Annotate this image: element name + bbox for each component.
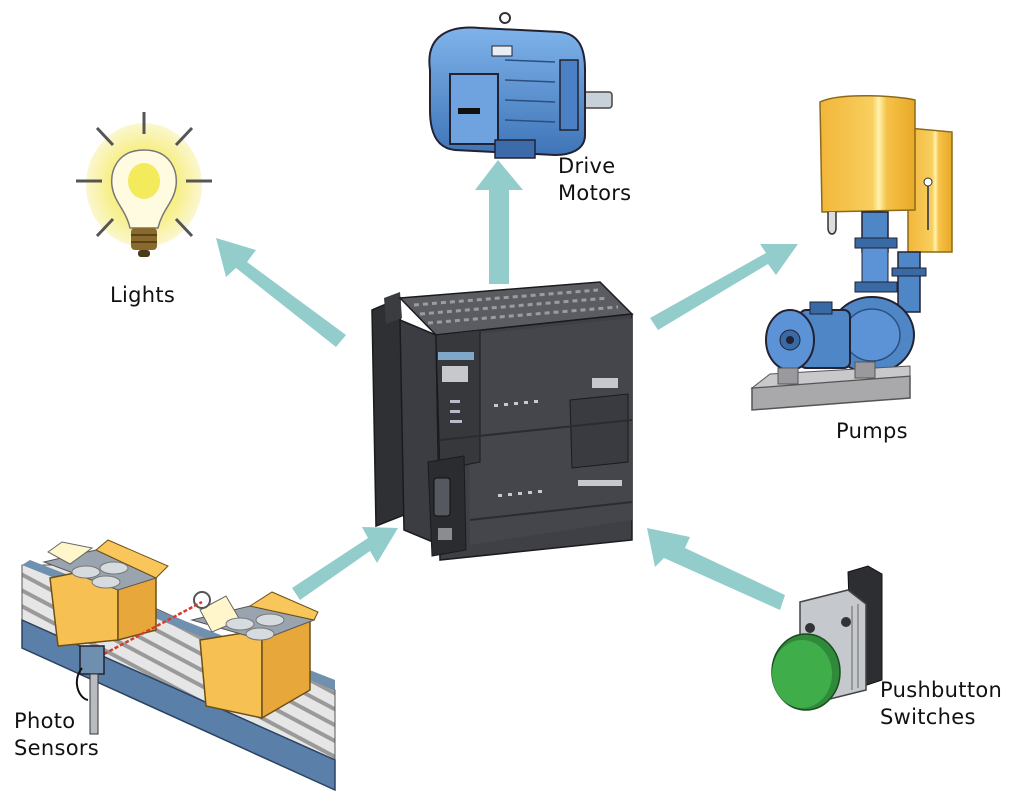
drive-motors-label-line1: Drive bbox=[558, 154, 616, 178]
pump-icon bbox=[750, 95, 953, 411]
pushbutton-switch-icon bbox=[771, 565, 883, 711]
conveyor-photo-sensor-icon bbox=[21, 539, 336, 792]
arrow-from-photo-sensors bbox=[292, 527, 398, 600]
photo-sensors-label-line1: Photo bbox=[14, 709, 76, 733]
drive-motor-icon bbox=[428, 12, 613, 159]
plc-controller bbox=[371, 281, 634, 561]
arrow-to-drive-motors bbox=[475, 160, 523, 284]
arrow-to-pumps bbox=[650, 244, 798, 330]
pushbutton-switches-label-line2: Switches bbox=[880, 705, 976, 729]
arrows bbox=[216, 160, 798, 610]
pumps-label: Pumps bbox=[836, 419, 908, 443]
lights-label: Lights bbox=[110, 283, 176, 307]
pushbutton-switches-label-line1: Pushbutton bbox=[880, 678, 1003, 702]
arrow-from-pushbutton-switches bbox=[647, 528, 785, 610]
light-bulb-icon bbox=[76, 112, 212, 257]
pushbutton-switches-label: Pushbutton Switches bbox=[880, 677, 1002, 731]
photo-sensors-label: Photo Sensors bbox=[14, 708, 99, 762]
drive-motors-label-line2: Motors bbox=[558, 181, 632, 205]
arrow-to-lights bbox=[216, 238, 346, 347]
drive-motors-label: Drive Motors bbox=[558, 153, 631, 207]
photo-sensors-label-line2: Sensors bbox=[14, 736, 100, 760]
